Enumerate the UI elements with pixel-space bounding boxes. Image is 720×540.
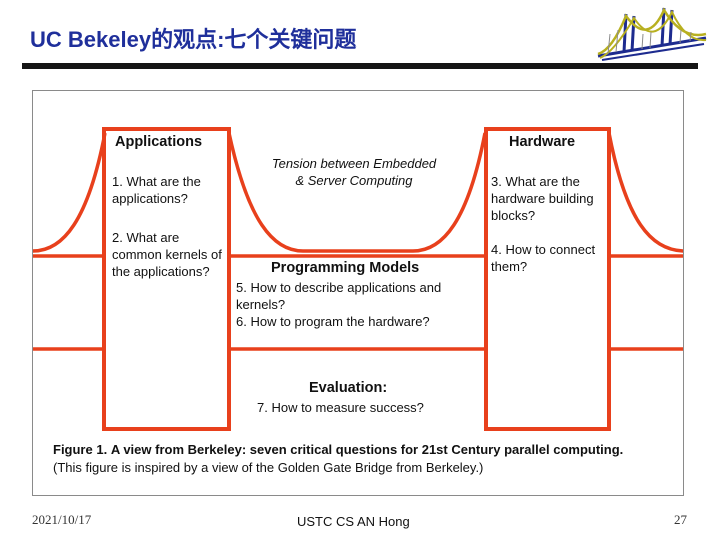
slide-date: 2021/10/17 (32, 512, 91, 528)
left-cable-curve (33, 133, 105, 251)
caption-label: Figure 1. (53, 442, 107, 457)
right-cable-curve (609, 133, 684, 251)
programming-models-header: Programming Models (271, 260, 419, 277)
slide-author: USTC CS AN Hong (297, 514, 410, 529)
question-6: 6. How to program the hardware? (236, 313, 481, 330)
title-divider (22, 63, 698, 69)
caption-text: A view from Berkeley: seven critical que… (111, 442, 623, 457)
question-4: 4. How to connect them? (491, 241, 609, 275)
question-1: 1. What are the applications? (112, 173, 224, 207)
slide-title: UC Bekeley的观点:七个关键问题 (30, 22, 356, 54)
hardware-header: Hardware (509, 134, 575, 151)
center-cable-curve (229, 133, 485, 251)
question-7: 7. How to measure success? (257, 399, 424, 416)
berkeley-figure: Applications 1. What are the application… (32, 90, 684, 496)
applications-header: Applications (115, 134, 202, 151)
page-number: 27 (674, 512, 687, 528)
tension-label: Tension between Embedded & Server Comput… (269, 155, 439, 189)
question-3: 3. What are the hardware building blocks… (491, 173, 609, 224)
caption-note: (This figure is inspired by a view of th… (53, 459, 678, 476)
bridge-logo-icon (596, 4, 708, 64)
evaluation-header: Evaluation: (309, 380, 387, 397)
figure-caption: Figure 1. A view from Berkeley: seven cr… (53, 441, 678, 458)
question-5: 5. How to describe applications and kern… (236, 279, 481, 313)
question-2: 2. What are common kernels of the applic… (112, 229, 224, 280)
